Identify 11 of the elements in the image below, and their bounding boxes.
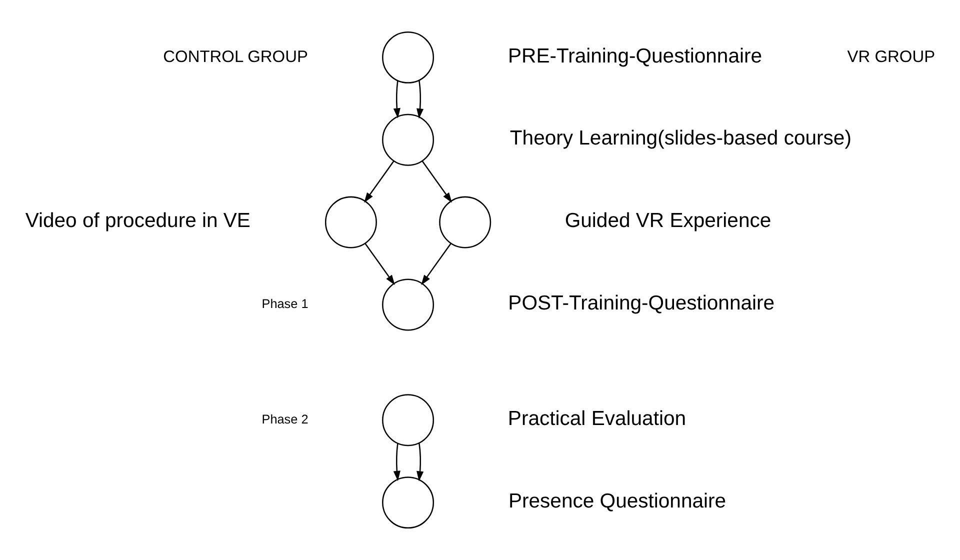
node-label: Theory Learning(slides-based course) <box>510 128 852 150</box>
label: Phase 2 <box>262 412 308 426</box>
node-label: Video of procedure in VE <box>25 210 250 232</box>
label: Phase 1 <box>262 296 308 311</box>
node-label: PRE-Training-Questionnaire <box>508 45 762 68</box>
node-label: POST-Training-Questionnaire <box>508 292 775 315</box>
node-label: Practical Evaluation <box>508 408 686 430</box>
node-label: Presence Questionnaire <box>508 490 726 512</box>
node-label: Guided VR Experience <box>564 210 772 232</box>
label: VR GROUP <box>847 48 936 66</box>
label: CONTROL GROUP <box>163 48 308 66</box>
